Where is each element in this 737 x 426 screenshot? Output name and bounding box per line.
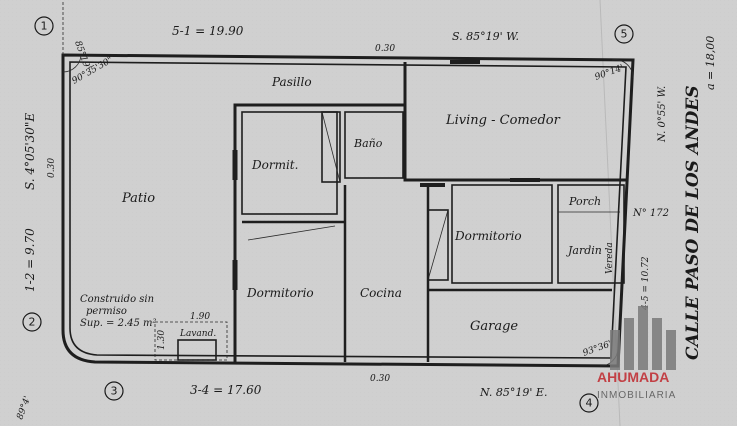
- vertex-label-2: 2: [29, 316, 36, 329]
- wall-thickness-bottom: 0.30: [370, 374, 390, 384]
- vertex-marker-3: 3: [104, 381, 124, 401]
- watermark-sub: INMOBILIARIA: [597, 390, 676, 401]
- street-width: a = 18,00: [704, 36, 717, 90]
- vertex-marker-5: 5: [614, 24, 634, 44]
- vertex-label-3: 3: [111, 385, 118, 398]
- wall-thickness-top: 0.30: [375, 44, 395, 54]
- room-dormit-walls: [241, 111, 338, 215]
- wall-thickness-left: 0.30: [47, 158, 57, 178]
- house-wall-living-bottom: [403, 105, 626, 182]
- bearing-bottom: N. 85°19' E.: [479, 386, 547, 399]
- closet-walls: [321, 111, 341, 183]
- addition-outline: [154, 321, 228, 361]
- street-name: CALLE PASO DE LOS ANDES: [683, 85, 703, 360]
- addition-dim-1: 1.90: [190, 312, 210, 322]
- room-label-jardin: Jardin: [566, 244, 602, 257]
- side-4-5-length: 4-5 = 10.72: [641, 256, 651, 311]
- room-label-garage: Garage: [470, 319, 518, 334]
- vertex-marker-2: 2: [22, 312, 42, 332]
- angle-arc-1: [62, 54, 82, 73]
- closet3-diagonal: [427, 209, 449, 281]
- vertex-marker-1: 1: [34, 16, 54, 36]
- room-label-pasillo: Pasillo: [271, 75, 312, 89]
- room-label-dormit: Dormit.: [251, 158, 298, 172]
- angle-arc-5: [611, 59, 634, 79]
- room-dormitorio-right-walls: [451, 184, 553, 284]
- room-label-lavand: Lavand.: [179, 329, 216, 339]
- house-number: N° 172: [632, 208, 669, 219]
- vertex-label-4: 4: [586, 397, 593, 410]
- vertex-label-5: 5: [621, 28, 628, 41]
- room-label-bano: Baño: [353, 137, 383, 150]
- watermark-logo: AHUMADA INMOBILIARIA: [597, 306, 676, 401]
- house-outer-wall-left: [233, 62, 407, 362]
- room-label-dormitorio-right: Dormitorio: [454, 229, 522, 243]
- watermark-building-icon: [610, 306, 676, 370]
- bearing-left: S. 4°05'30"E: [23, 113, 37, 190]
- bearing-top: S. 85°19' W.: [452, 30, 519, 43]
- lot-boundary-inner: [69, 61, 627, 359]
- side-3-4-length: 3-4 = 17.60: [190, 383, 262, 397]
- bearing-right: N. 0°55' W.: [657, 86, 668, 143]
- room-label-porch: Porch: [568, 195, 601, 208]
- addition-note-line3: Sup. = 2.45 m²: [80, 318, 157, 329]
- addition-note-line1: Construido sin: [80, 294, 154, 305]
- side-1-2-length: 1-2 = 9.70: [23, 228, 37, 292]
- room-label-cocina: Cocina: [360, 286, 402, 300]
- addition-dim-2: 1.30: [157, 330, 167, 350]
- vertex-label-1: 1: [41, 20, 48, 33]
- room-porch-walls: [557, 184, 625, 284]
- room-label-living: Living - Comedor: [445, 113, 561, 128]
- closet2-diagonal: [247, 225, 336, 241]
- room-bano-walls: [344, 111, 404, 179]
- room-label-vereda: Vereda: [605, 242, 615, 274]
- addition-note-line2: permiso: [86, 306, 127, 317]
- vertex-marker-4: 4: [579, 393, 599, 413]
- watermark-brand: AHUMADA: [597, 369, 669, 385]
- room-label-patio: Patio: [121, 191, 155, 206]
- room-label-dormitorio-left: Dormitorio: [246, 286, 314, 300]
- side-5-1-length: 5-1 = 19.90: [172, 24, 244, 38]
- lot-boundary-outer: [61, 53, 635, 368]
- closet-diagonal: [321, 111, 341, 183]
